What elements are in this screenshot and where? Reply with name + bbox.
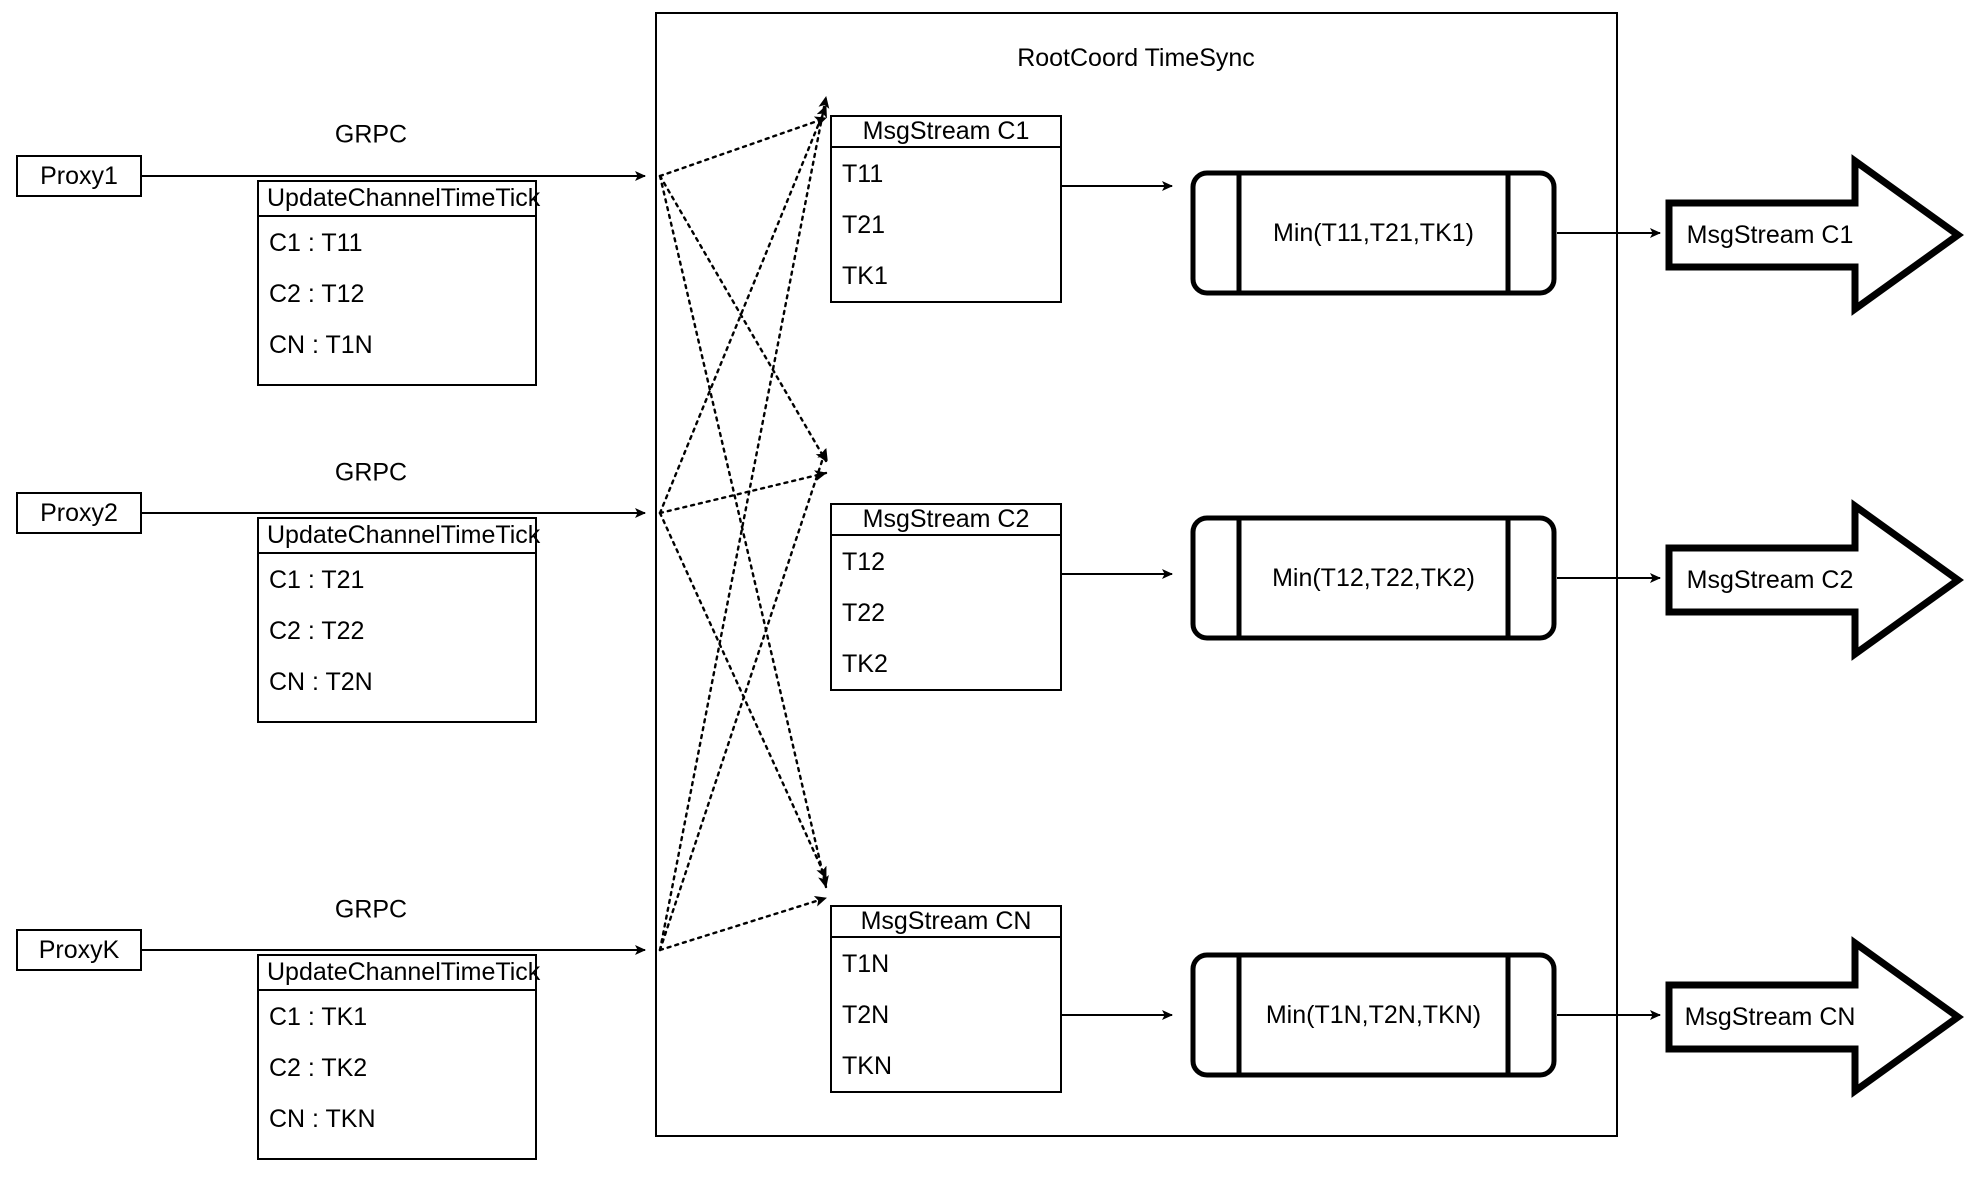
msgstream-title-c2: MsgStream C2: [832, 505, 1060, 536]
grpc-label-2: GRPC: [334, 458, 408, 487]
rootcoord-timesync-container: [655, 12, 1618, 1137]
msgstream-row: T2N: [842, 1001, 890, 1029]
request-row: C1 : TK1: [269, 1003, 368, 1031]
request-rows-1: C1 : T11 C2 : T12 CN : T1N: [259, 217, 535, 384]
output-block-arrow-2: MsgStream C2: [1665, 499, 1965, 661]
msgstream-row: T12: [842, 548, 886, 576]
msgstream-row: T22: [842, 599, 886, 627]
grpc-label-1: GRPC: [334, 120, 408, 149]
msgstream-title-cn: MsgStream CN: [832, 907, 1060, 938]
output-block-arrow-3: MsgStream CN: [1665, 936, 1965, 1098]
min-process-label-2: Min(T12,T22,TK2): [1272, 563, 1475, 592]
request-row: C2 : T12: [269, 280, 365, 308]
timetick-dispatch-edges: [658, 95, 830, 952]
request-title-k: UpdateChannelTimeTick: [259, 956, 540, 991]
block-arrow-shape-1: [1665, 154, 1964, 316]
min-process-3: Min(T1N,T2N,TKN): [1190, 952, 1557, 1078]
msgstream-row: TK1: [842, 262, 888, 290]
output-label-2: MsgStream C2: [1686, 565, 1854, 594]
msgstream-rows-c1: T11 T21 TK1: [832, 148, 1060, 315]
msgstream-row: T21: [842, 211, 886, 239]
request-title-2: UpdateChannelTimeTick: [259, 519, 540, 554]
request-row: C1 : T11: [269, 229, 363, 257]
update-channel-timetick-box-1: UpdateChannelTimeTick C1 : T11 C2 : T12 …: [257, 180, 540, 386]
msgstream-row: TK2: [842, 650, 888, 678]
request-row: C2 : TK2: [269, 1054, 368, 1082]
proxy-box-k[interactable]: ProxyK: [16, 929, 142, 971]
process-shape-1: [1190, 170, 1557, 296]
request-rows-2: C1 : T21 C2 : T22 CN : T2N: [259, 554, 535, 721]
msgstream-title-c1: MsgStream C1: [832, 117, 1060, 148]
msgstream-box-cn: MsgStream CN T1N T2N TKN: [830, 905, 1062, 1093]
request-rows-k: C1 : TK1 C2 : TK2 CN : TKN: [259, 991, 535, 1158]
proxy-box-2[interactable]: Proxy2: [16, 492, 142, 534]
msgstream-row: T11: [842, 160, 884, 188]
request-row: CN : T1N: [269, 331, 373, 359]
request-row: CN : T2N: [269, 668, 373, 696]
update-channel-timetick-box-2: UpdateChannelTimeTick C1 : T21 C2 : T22 …: [257, 517, 540, 723]
request-row: C2 : T22: [269, 617, 365, 645]
msgstream-rows-cn: T1N T2N TKN: [832, 938, 1060, 1105]
output-label-1: MsgStream C1: [1686, 220, 1854, 249]
block-arrow-shape-3: [1665, 936, 1964, 1098]
msgstream-rows-c2: T12 T22 TK2: [832, 536, 1060, 703]
msgstream-box-c2: MsgStream C2 T12 T22 TK2: [830, 503, 1062, 691]
request-row: C1 : T21: [269, 566, 365, 594]
output-block-arrow-1: MsgStream C1: [1665, 154, 1965, 316]
output-label-3: MsgStream CN: [1684, 1002, 1856, 1031]
msgstream-box-c1: MsgStream C1 T11 T21 TK1: [830, 115, 1062, 303]
container-title: RootCoord TimeSync: [1017, 44, 1255, 72]
min-process-label-1: Min(T11,T21,TK1): [1273, 218, 1474, 247]
update-channel-timetick-box-k: UpdateChannelTimeTick C1 : TK1 C2 : TK2 …: [257, 954, 540, 1160]
min-process-1: Min(T11,T21,TK1): [1190, 170, 1557, 296]
grpc-label-k: GRPC: [334, 895, 408, 924]
process-shape-3: [1190, 952, 1557, 1078]
request-row: CN : TKN: [269, 1105, 376, 1133]
request-title-1: UpdateChannelTimeTick: [259, 182, 540, 217]
process-shape-2: [1190, 515, 1557, 641]
msgstream-row: TKN: [842, 1052, 892, 1080]
msgstream-row: T1N: [842, 950, 890, 978]
min-process-2: Min(T12,T22,TK2): [1190, 515, 1557, 641]
min-process-label-3: Min(T1N,T2N,TKN): [1265, 1000, 1482, 1029]
block-arrow-shape-2: [1665, 499, 1964, 661]
proxy-box-1[interactable]: Proxy1: [16, 155, 142, 197]
